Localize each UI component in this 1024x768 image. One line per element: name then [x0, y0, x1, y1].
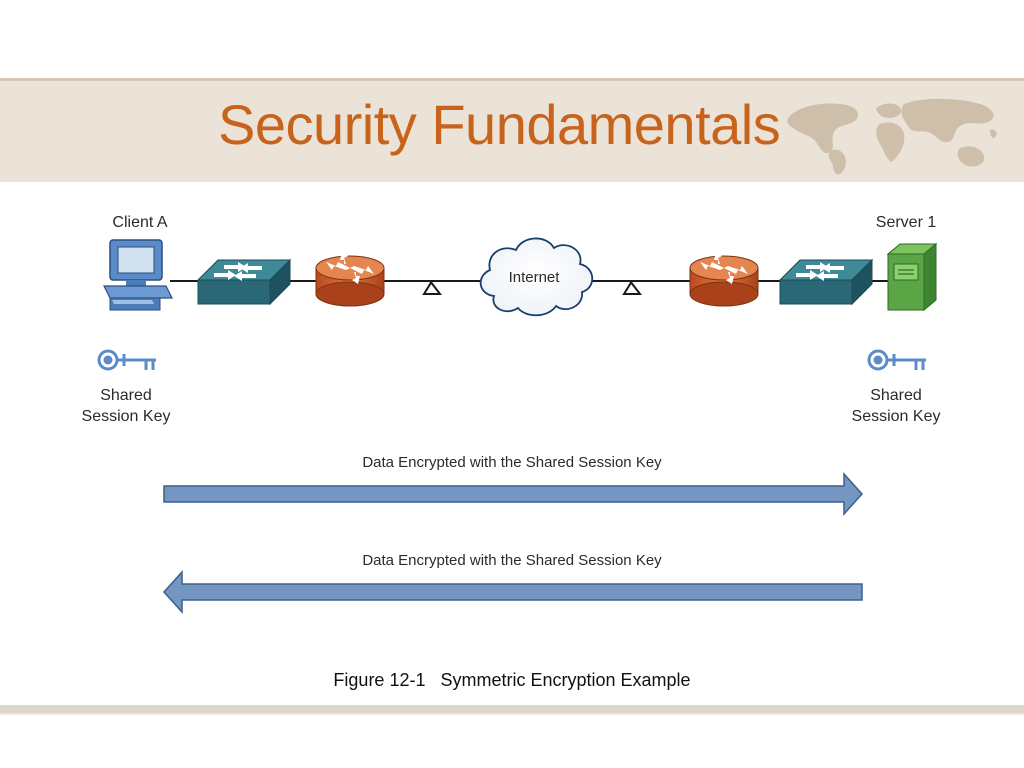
client-key-label-line2: Session Key — [81, 408, 171, 425]
left-switch-icon — [196, 258, 292, 306]
right-router-icon — [689, 252, 759, 307]
internet-label: Internet — [508, 269, 560, 286]
arrow-bottom-label: Data Encrypted with the Shared Session K… — [362, 552, 662, 569]
arrow-top-label: Data Encrypted with the Shared Session K… — [362, 454, 662, 471]
arrow-to-server — [163, 472, 864, 516]
left-router-icon — [315, 252, 385, 307]
client-label: Client A — [112, 214, 168, 231]
figure-caption: Figure 12-1 Symmetric Encryption Example — [333, 670, 691, 690]
client-key-label-line1: Shared — [100, 387, 152, 404]
header-top-rule — [0, 78, 1024, 81]
connection-lines — [170, 280, 888, 295]
internet-cloud-icon — [479, 237, 594, 317]
arrow-to-client — [162, 570, 863, 614]
title-band — [0, 81, 1024, 182]
footer-rule — [0, 713, 1024, 715]
server-label: Server 1 — [875, 214, 937, 231]
server-key-label-line2: Session Key — [851, 408, 941, 425]
world-map-icon — [787, 98, 997, 175]
server-key-label-line1: Shared — [870, 387, 922, 404]
server-icon — [886, 242, 938, 312]
slide-title: Security Fundamentals — [218, 93, 781, 156]
right-switch-icon — [778, 258, 874, 306]
client-key-icon — [97, 349, 156, 371]
server-key-icon — [867, 349, 926, 371]
client-computer-icon — [103, 239, 173, 311]
footer-band — [0, 705, 1024, 713]
